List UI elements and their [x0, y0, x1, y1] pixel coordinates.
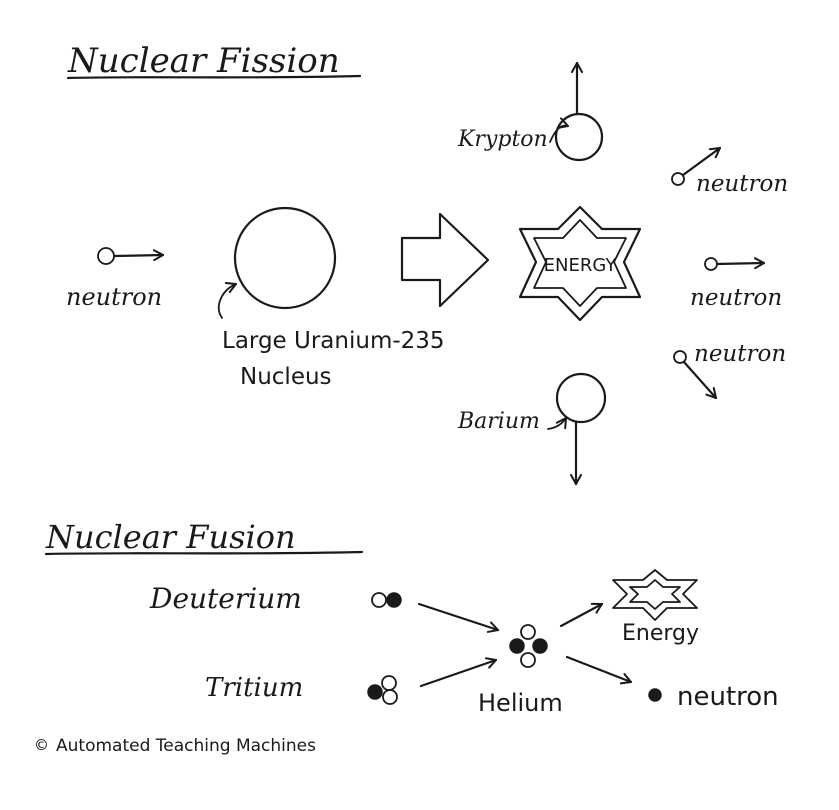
fission-title: Nuclear Fission	[67, 41, 340, 81]
energy-star-inner	[533, 219, 627, 307]
fission-section: Nuclear Fission neutron Large Uranium-23…	[66, 41, 788, 486]
outgoing-neutron-2	[704, 257, 766, 271]
energy-star-label: ENERGY	[544, 255, 618, 276]
credit-text: Automated Teaching Machines	[56, 736, 316, 756]
neutron-particle	[97, 247, 115, 265]
outgoing-neutron-1	[671, 146, 722, 186]
barium-pointer-arrow	[547, 417, 567, 430]
nucleus-pointer-arrow	[217, 281, 237, 319]
incoming-neutron	[97, 247, 165, 265]
fusion-section: Nuclear Fusion Deuterium Tritium Helium	[44, 518, 779, 717]
helium-nucleus	[509, 624, 548, 668]
outgoing-neutron-3	[673, 350, 718, 400]
tritium-nucleus	[367, 675, 398, 705]
uranium-nucleus	[233, 206, 337, 310]
reaction-block-arrow	[400, 212, 490, 308]
neutron-particle	[671, 172, 685, 186]
fission-title-underline	[66, 74, 362, 80]
krypton-pointer-arrow	[549, 117, 569, 143]
footer-credit: © Automated Teaching Machines	[36, 735, 316, 756]
proton-particle	[532, 638, 548, 654]
neutron-particle	[381, 675, 397, 691]
neutron-motion-arrow	[112, 249, 165, 262]
proton-particle	[386, 592, 402, 608]
neutron-particle	[520, 624, 536, 640]
energy-arrow	[559, 602, 604, 628]
fusion-energy-star-inner	[629, 579, 681, 610]
outgoing-neutron-3-label: neutron	[694, 341, 786, 367]
neutron-particle	[704, 257, 718, 271]
helium-label: Helium	[478, 689, 563, 717]
neutron-particle	[673, 350, 687, 364]
fusion-energy-star-outer	[612, 569, 698, 621]
neutron-particle	[371, 592, 387, 608]
neutron-particle	[520, 652, 536, 668]
tritium-label: Tritium	[205, 673, 303, 703]
proton-particle	[367, 684, 383, 700]
deuterium-arrow	[417, 602, 500, 633]
outgoing-neutron-2-label: neutron	[690, 285, 782, 311]
deuterium-nucleus	[371, 592, 402, 608]
neutron-motion-arrow	[715, 257, 766, 270]
nucleus-label-line2: Nucleus	[240, 364, 332, 390]
copyright-symbol: ©	[36, 735, 47, 756]
neutron-motion-arrow	[681, 146, 722, 177]
neutron-motion-arrow	[682, 360, 718, 400]
energy-star-outer	[518, 205, 642, 322]
proton-particle	[509, 638, 525, 654]
tritium-arrow	[419, 657, 498, 688]
barium-label: Barium	[457, 409, 540, 434]
fusion-energy-star	[612, 569, 698, 621]
fusion-energy-label: Energy	[622, 621, 699, 646]
krypton-nucleus	[554, 112, 604, 162]
neutron-particle	[382, 689, 398, 705]
energy-star: ENERGY	[518, 205, 642, 322]
incoming-neutron-label: neutron	[66, 283, 162, 311]
fusion-title: Nuclear Fusion	[45, 518, 296, 556]
fusion-neutron-particle	[648, 688, 662, 702]
outgoing-neutron-1-label: neutron	[696, 171, 788, 197]
nucleus-label-line1: Large Uranium-235	[222, 328, 445, 354]
barium-nucleus	[555, 372, 607, 424]
deuterium-label: Deuterium	[149, 582, 302, 615]
fusion-neutron-label: neutron	[677, 682, 779, 712]
fusion-neutron-arrow	[565, 655, 633, 685]
fusion-title-underline	[44, 550, 364, 556]
krypton-label: Krypton	[457, 127, 548, 152]
